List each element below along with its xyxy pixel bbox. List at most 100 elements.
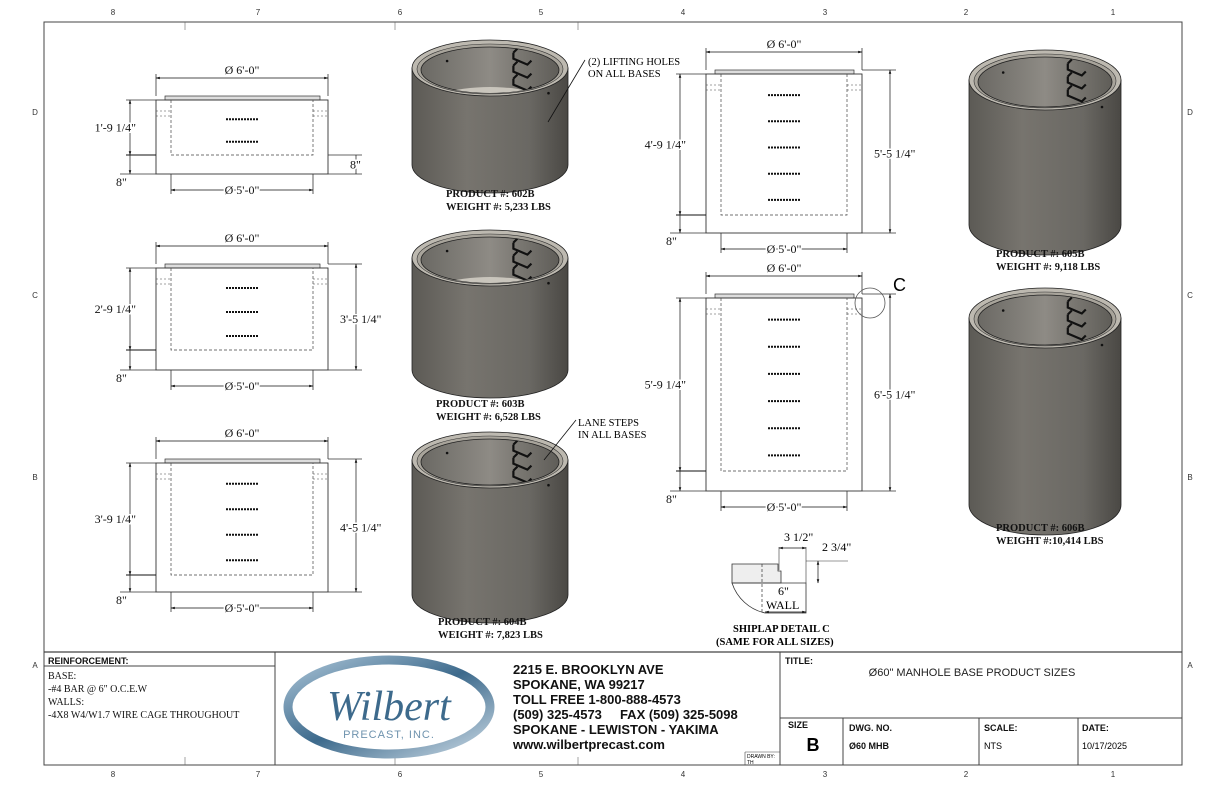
lifting-hole bbox=[547, 281, 550, 285]
product-labels: PRODUCT #: 602B WEIGHT #: 5,233 LBS PROD… bbox=[436, 189, 1104, 641]
reinforcement-line: -#4 BAR @ 6" O.C.E.W bbox=[48, 684, 148, 695]
zone-row-label: D bbox=[1187, 108, 1193, 117]
product-602b-number: PRODUCT #: 602B bbox=[446, 189, 534, 200]
product-606b-number: PRODUCT #: 606B bbox=[996, 523, 1084, 534]
zone-row-label: A bbox=[1187, 661, 1193, 670]
lane-step-icon bbox=[1066, 58, 1087, 77]
lane-step-icon bbox=[1066, 309, 1087, 328]
inner-diameter-dim: Ø 5'-0" bbox=[767, 500, 802, 514]
lane-step-icon bbox=[1066, 296, 1087, 315]
drawn-by-label: DRAWN BY: bbox=[747, 754, 775, 760]
overall-height-dim: 6'-5 1/4" bbox=[874, 388, 915, 402]
dwg-no-value: Ø60 MHB bbox=[849, 741, 890, 751]
wall-height-dim: 4'-9 1/4" bbox=[645, 138, 686, 152]
lifting-hole bbox=[1001, 71, 1005, 74]
lane-step-icon bbox=[512, 452, 533, 471]
lane-step-icon bbox=[512, 439, 533, 458]
zone-column-label: 4 bbox=[681, 8, 686, 17]
zone-column-label: 1 bbox=[1111, 770, 1116, 779]
section-view-604b: Ø 6'-0"Ø 5'-0"3'-9 1/4"8"4'-5 1/4" bbox=[93, 425, 383, 617]
lane-step-icon bbox=[1066, 84, 1087, 103]
zone-column-label: 4 bbox=[681, 770, 686, 779]
zone-column-label: 6 bbox=[398, 770, 403, 779]
zone-column-label: 2 bbox=[964, 8, 969, 17]
lifting-holes-note-2: ON ALL BASES bbox=[588, 69, 661, 80]
zone-row-label: B bbox=[32, 473, 37, 482]
zone-column-label: 7 bbox=[256, 8, 261, 17]
lifting-hole bbox=[445, 451, 449, 455]
lane-steps-note-1: LANE STEPS bbox=[578, 418, 639, 429]
shiplap-subtitle: (SAME FOR ALL SIZES) bbox=[716, 637, 834, 648]
wall-height-dim: 1'-9 1/4" bbox=[95, 121, 136, 135]
product-603b-weight: WEIGHT #: 6,528 LBS bbox=[436, 412, 541, 423]
orthographic-views: Ø 6'-0"Ø 5'-0"1'-9 1/4"8"8"Ø 6'-0"Ø 5'-0… bbox=[93, 36, 917, 617]
section-view-603b: Ø 6'-0"Ø 5'-0"2'-9 1/4"8"3'-5 1/4" bbox=[93, 230, 383, 395]
zone-row-label: C bbox=[1187, 291, 1193, 300]
shiplap-height-dim: 2 3/4" bbox=[822, 540, 851, 554]
zone-column-label: 2 bbox=[964, 770, 969, 779]
wilbert-logo: Wilbert PRECAST, INC. bbox=[283, 655, 495, 759]
date-label: DATE: bbox=[1082, 723, 1109, 733]
overall-height-dim: 4'-5 1/4" bbox=[340, 521, 381, 535]
inner-diameter-dim: Ø 5'-0" bbox=[767, 242, 802, 256]
lane-step-icon bbox=[512, 60, 533, 79]
zone-column-label: 6 bbox=[398, 8, 403, 17]
company-website-link[interactable]: www.wilbertprecast.com bbox=[512, 737, 665, 752]
isometric-views bbox=[411, 39, 1122, 624]
section-view-606b: Ø 6'-0"Ø 5'-0"5'-9 1/4"8"6'-5 1/4" bbox=[643, 260, 917, 516]
outer-diameter-dim: Ø 6'-0" bbox=[767, 261, 802, 275]
shiplap-wall-label: WALL bbox=[766, 598, 799, 612]
logo-subtitle: PRECAST, INC. bbox=[343, 729, 435, 741]
manhole-base-606b-3d bbox=[968, 287, 1122, 536]
reinforcement-heading: REINFORCEMENT: bbox=[48, 656, 129, 666]
manhole-base-602b-3d bbox=[411, 39, 569, 194]
shiplap-wall-dim: 6" bbox=[778, 584, 789, 598]
product-606b-weight: WEIGHT #:10,414 LBS bbox=[996, 536, 1104, 547]
zone-row-label: B bbox=[1187, 473, 1192, 482]
dwg-no-label: DWG. NO. bbox=[849, 723, 892, 733]
scale-value: NTS bbox=[984, 741, 1002, 751]
zone-column-label: 5 bbox=[539, 770, 544, 779]
sheet-border bbox=[43, 21, 1183, 766]
zone-row-label: A bbox=[32, 661, 38, 670]
company-phone-line: TOLL FREE 1-800-888-4573 bbox=[513, 692, 681, 707]
title-label: TITLE: bbox=[785, 656, 813, 666]
lane-step-icon bbox=[512, 73, 533, 92]
outer-diameter-dim: Ø 6'-0" bbox=[225, 63, 260, 77]
product-605b-weight: WEIGHT #: 9,118 LBS bbox=[996, 262, 1100, 273]
annotations: (2) LIFTING HOLES ON ALL BASES LANE STEP… bbox=[543, 57, 906, 461]
lane-step-icon bbox=[1066, 322, 1087, 341]
manhole-base-603b-3d bbox=[411, 229, 569, 399]
product-605b-number: PRODUCT #: 605B bbox=[996, 249, 1084, 260]
outer-diameter-dim: Ø 6'-0" bbox=[767, 37, 802, 51]
product-602b-weight: WEIGHT #: 5,233 LBS bbox=[446, 202, 551, 213]
product-604b-number: PRODUCT #: 604B bbox=[438, 617, 526, 628]
lane-step-icon bbox=[512, 47, 533, 66]
company-address-line: SPOKANE, WA 99217 bbox=[513, 677, 645, 692]
lifting-hole bbox=[1100, 105, 1104, 109]
detail-c-circle bbox=[854, 287, 886, 319]
title-block: REINFORCEMENT: BASE: -#4 BAR @ 6" O.C.E.… bbox=[44, 651, 1182, 766]
base-thickness-dim: 8" bbox=[350, 158, 361, 172]
base-thickness-dim: 8" bbox=[666, 234, 677, 248]
manhole-base-604b-3d bbox=[411, 431, 569, 624]
lane-step-icon bbox=[1066, 71, 1087, 90]
company-phone-line: (509) 325-4573 FAX (509) 325-5098 bbox=[513, 707, 738, 722]
inner-diameter-dim: Ø 5'-0" bbox=[225, 601, 260, 615]
drawing-title: Ø60" MANHOLE BASE PRODUCT SIZES bbox=[869, 667, 1076, 679]
zone-column-label: 3 bbox=[823, 770, 828, 779]
zone-column-label: 3 bbox=[823, 8, 828, 17]
product-603b-number: PRODUCT #: 603B bbox=[436, 399, 524, 410]
zone-row-label: D bbox=[32, 108, 38, 117]
wall-height-dim: 3'-9 1/4" bbox=[95, 512, 136, 526]
size-label: SIZE bbox=[788, 720, 808, 730]
size-value: B bbox=[807, 735, 820, 755]
lifting-holes-note-1: (2) LIFTING HOLES bbox=[588, 57, 680, 68]
zone-column-label: 5 bbox=[539, 8, 544, 17]
base-thickness-dim: 8" bbox=[116, 593, 127, 607]
lane-step-icon bbox=[512, 465, 533, 484]
lifting-hole bbox=[445, 59, 449, 63]
base-thickness-dim: 8" bbox=[116, 371, 127, 385]
overall-height-dim: 5'-5 1/4" bbox=[874, 147, 915, 161]
